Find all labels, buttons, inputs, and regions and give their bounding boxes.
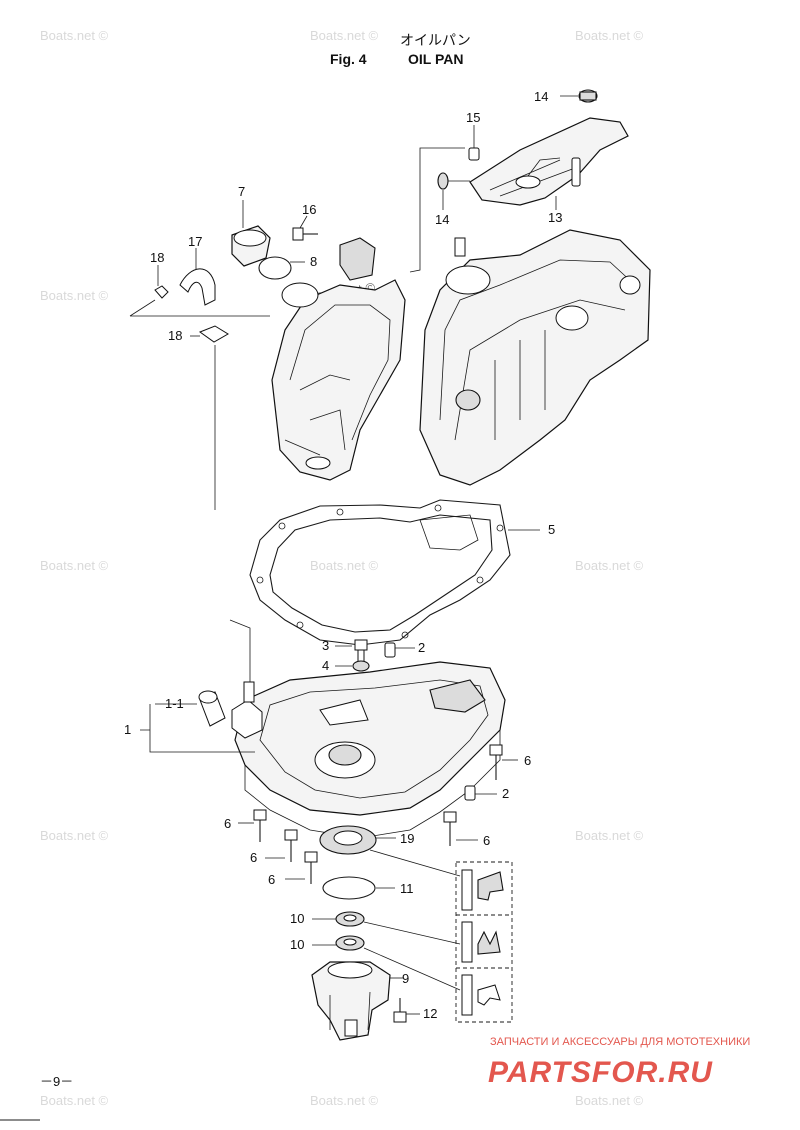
oil-pan: [229, 619, 506, 839]
watermark: Boats.net ©: [40, 288, 109, 303]
brand-subtitle: ЗАПЧАСТИ И АКСЕССУАРЫ ДЛЯ МОТОТЕХНИКИ: [490, 1036, 750, 1048]
brand-logo: ЗАПЧАСТИ И АКСЕССУАРЫ ДЛЯ МОТОТЕХНИКИ PA…: [488, 1036, 750, 1089]
callout-16: 16: [302, 202, 316, 217]
hose: [179, 268, 216, 306]
callout-4: 4: [322, 658, 329, 673]
bolt-6-left-b: [265, 829, 298, 862]
page-number: －9－: [40, 1074, 73, 1089]
brand-name: PARTSFOR.RU: [488, 1056, 713, 1089]
watermark: Boats.net ©: [575, 558, 644, 573]
gasket: [249, 499, 540, 646]
callout-8: 8: [310, 254, 317, 269]
callout-6d: 6: [250, 850, 257, 865]
watermark: Boats.net ©: [575, 1093, 644, 1108]
watermark: Boats.net ©: [310, 1093, 379, 1108]
callout-10b: 10: [290, 937, 304, 952]
watermark: Boats.net ©: [575, 828, 644, 843]
figure-number: Fig. 4: [330, 51, 367, 67]
callout-1: 1: [124, 722, 131, 737]
title-japanese: オイルパン: [400, 32, 471, 48]
detail-insets: [455, 861, 513, 1023]
callout-18b: 18: [168, 328, 182, 343]
watermark: Boats.net ©: [40, 828, 109, 843]
dowel-2-upper: [384, 642, 415, 658]
mount-bracket: [469, 117, 629, 206]
crankcase-block: [419, 229, 651, 486]
callout-11: 11: [400, 881, 414, 896]
callout-2a: 2: [418, 640, 425, 655]
bolt-6-left-a: [238, 809, 267, 842]
callout-10a: 10: [290, 911, 304, 926]
callout-6c: 6: [483, 833, 490, 848]
callout-5: 5: [548, 522, 555, 537]
hose-clip-top: [154, 285, 169, 299]
bolt-6-right: [489, 744, 518, 780]
watermark: Boats.net ©: [40, 28, 109, 43]
oil-seal-19: [319, 825, 461, 877]
exhaust-cover: [271, 237, 406, 481]
watermark: Boats.net ©: [310, 558, 379, 573]
callout-3: 3: [322, 638, 329, 653]
sleeve-1-1: [198, 690, 226, 727]
callout-19: 19: [400, 831, 414, 846]
dowel-2-lower: [464, 785, 497, 801]
callout-6a: 6: [524, 753, 531, 768]
bolt-16: [292, 227, 304, 241]
callout-bracket-1: [140, 703, 255, 753]
o-ring-11: [322, 876, 395, 900]
callout-15: 15: [466, 110, 480, 125]
bolt-3: [335, 639, 368, 663]
bolt-6-left-c: [285, 851, 318, 884]
callout-14a: 14: [534, 89, 548, 104]
hose-clip-bottom: [198, 325, 229, 343]
collar: [468, 147, 480, 161]
washer-4: [335, 660, 370, 672]
callout-7: 7: [238, 184, 245, 199]
callout-13: 13: [548, 210, 562, 225]
callout-17: 17: [188, 234, 202, 249]
watermark: Boats.net ©: [40, 558, 109, 573]
upper-left-parts: [129, 200, 318, 510]
callout-6b: 6: [224, 816, 231, 831]
bolt-12: [393, 998, 420, 1023]
callout-1-1: 1-1: [165, 696, 184, 711]
callout-18a: 18: [150, 250, 164, 265]
bearing-10-lower: [312, 935, 461, 991]
callout-9: 9: [402, 971, 409, 986]
watermark: Boats.net ©: [40, 1093, 109, 1108]
bearing-10-upper: [312, 911, 461, 945]
callout-12: 12: [423, 1006, 437, 1021]
callout-14b: 14: [435, 212, 449, 227]
o-ring-8: [258, 256, 292, 280]
bearing-housing-9: [311, 961, 404, 1041]
callout-2b: 2: [502, 786, 509, 801]
bracket-assembly: [409, 89, 629, 273]
callout-6e: 6: [268, 872, 275, 887]
grommet-lower: [437, 172, 449, 190]
watermark: Boats.net ©: [310, 28, 379, 43]
bolt-6-mid: [443, 811, 478, 846]
figure-title: OIL PAN: [408, 51, 464, 67]
watermark: Boats.net ©: [575, 28, 644, 43]
